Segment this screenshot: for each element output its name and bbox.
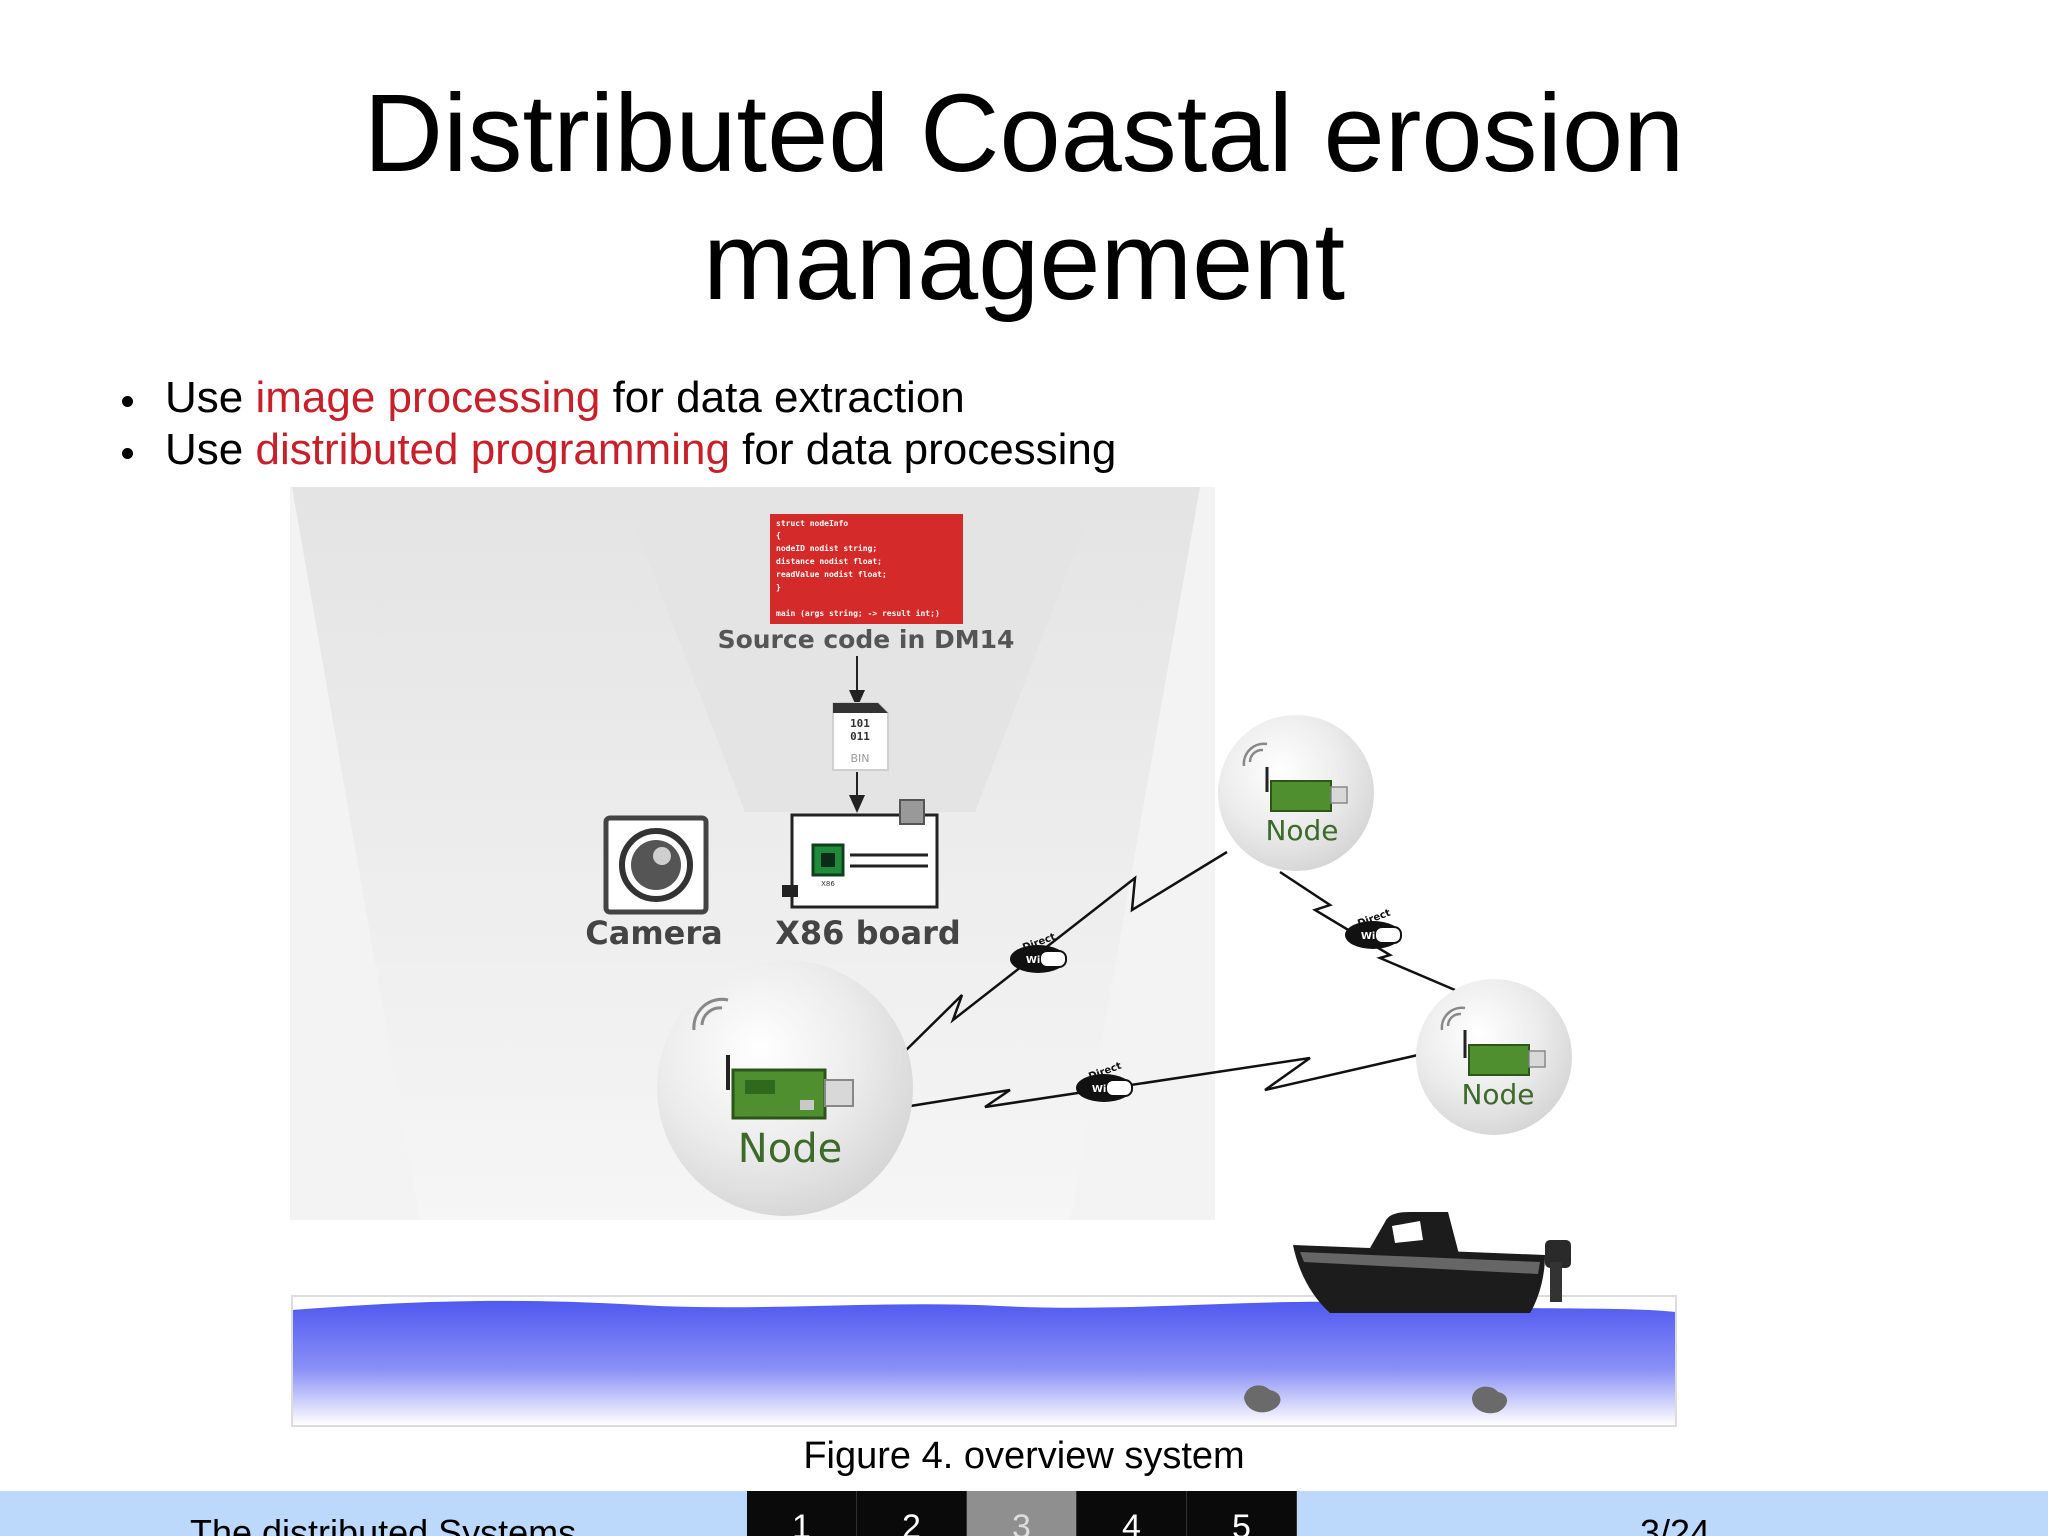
signal-icon <box>1446 1012 1462 1027</box>
node-right: Node <box>1416 979 1572 1135</box>
source-code-line: struct nodeInfo <box>776 519 848 528</box>
water-border <box>291 1295 1677 1427</box>
rock-icon <box>1472 1386 1507 1414</box>
inner-light-beam <box>628 508 1092 812</box>
source-code-label: Source code in DM14 <box>718 625 1015 654</box>
nav-button-2[interactable]: 2 <box>857 1491 967 1536</box>
source-code-line: nodeID nodist string; <box>776 543 877 553</box>
wifi-label: Wi Fi <box>1361 931 1389 942</box>
node-main: Node <box>657 960 913 1216</box>
board-chip-core <box>821 853 835 867</box>
nav-button-1[interactable]: 1 <box>747 1491 857 1536</box>
wireless-link-main-to-right <box>897 1053 1419 1110</box>
wifi-label: Wi Fi <box>1026 955 1054 966</box>
node-top: Node <box>1218 715 1374 871</box>
slide-title-line-1: Distributed Coastal erosion <box>363 72 1685 195</box>
nav-button-4[interactable]: 4 <box>1077 1491 1187 1536</box>
bullet-highlight: image processing <box>255 373 601 422</box>
source-code-line: { <box>776 531 781 540</box>
slide-navigation: 1 2 3 4 5 <box>747 1491 1297 1536</box>
bullet-text: for data extraction <box>600 373 965 422</box>
board-chip-label: X86 <box>821 880 835 888</box>
nav-button-3[interactable]: 3 <box>967 1491 1077 1536</box>
footer-bar: The distributed Systems 1 2 3 4 5 3/24 <box>0 1491 2048 1536</box>
board-port <box>782 885 798 897</box>
source-code-line: } <box>776 583 781 592</box>
bullet-item: Use image processing for data extraction <box>120 372 1116 424</box>
binary-file-header <box>833 703 888 713</box>
rock-icon <box>1244 1385 1281 1413</box>
bullet-item: Use distributed programming for data pro… <box>120 424 1116 476</box>
binary-text: 101 <box>850 717 870 730</box>
camera-label: Camera <box>585 914 723 952</box>
slide-title: Distributed Coastal erosion management <box>0 70 2048 326</box>
wifi-label: Wi Fi <box>1092 1084 1120 1095</box>
node-label: Node <box>1265 814 1338 847</box>
source-code-line: main (args string; -> result int;) <box>776 608 940 618</box>
bullet-text: Use <box>165 425 256 474</box>
bullet-list: Use image processing for data extraction… <box>120 372 1116 476</box>
wifi-direct-icon: Direct Wi Fi <box>1345 908 1402 949</box>
node-board-icon <box>1270 780 1332 812</box>
signal-icon <box>1248 748 1264 763</box>
signal-icon <box>700 1006 723 1026</box>
node-board-icon <box>1468 1044 1530 1076</box>
x86-board-label: X86 board <box>775 914 961 952</box>
binary-label: BIN <box>850 752 869 765</box>
board-connector <box>899 799 925 825</box>
boat-icon <box>1293 1212 1571 1313</box>
page-counter: 3/24 <box>1640 1512 1711 1536</box>
camera-lens <box>631 840 681 890</box>
water-area <box>292 1300 1676 1425</box>
figure-caption: Figure 4. overview system <box>803 1435 1245 1477</box>
slide-title-line-2: management <box>702 200 1346 323</box>
bullet-text: Use <box>165 373 256 422</box>
bullet-text: for data processing <box>729 425 1117 474</box>
nav-button-5[interactable]: 5 <box>1187 1491 1297 1536</box>
source-code-line: readValue nodist float; <box>776 569 887 579</box>
node-label: Node <box>738 1126 842 1172</box>
camera-lens-glare <box>653 847 671 865</box>
binary-text: 011 <box>850 730 870 743</box>
node-label: Node <box>1461 1078 1534 1111</box>
footer-title: The distributed Systems <box>190 1512 577 1536</box>
wifi-direct-icon: Direct Wi Fi <box>1010 932 1067 973</box>
source-code-line: distance nodist float; <box>776 556 882 566</box>
bullet-highlight: distributed programming <box>255 425 730 474</box>
source-code-block <box>770 514 963 624</box>
